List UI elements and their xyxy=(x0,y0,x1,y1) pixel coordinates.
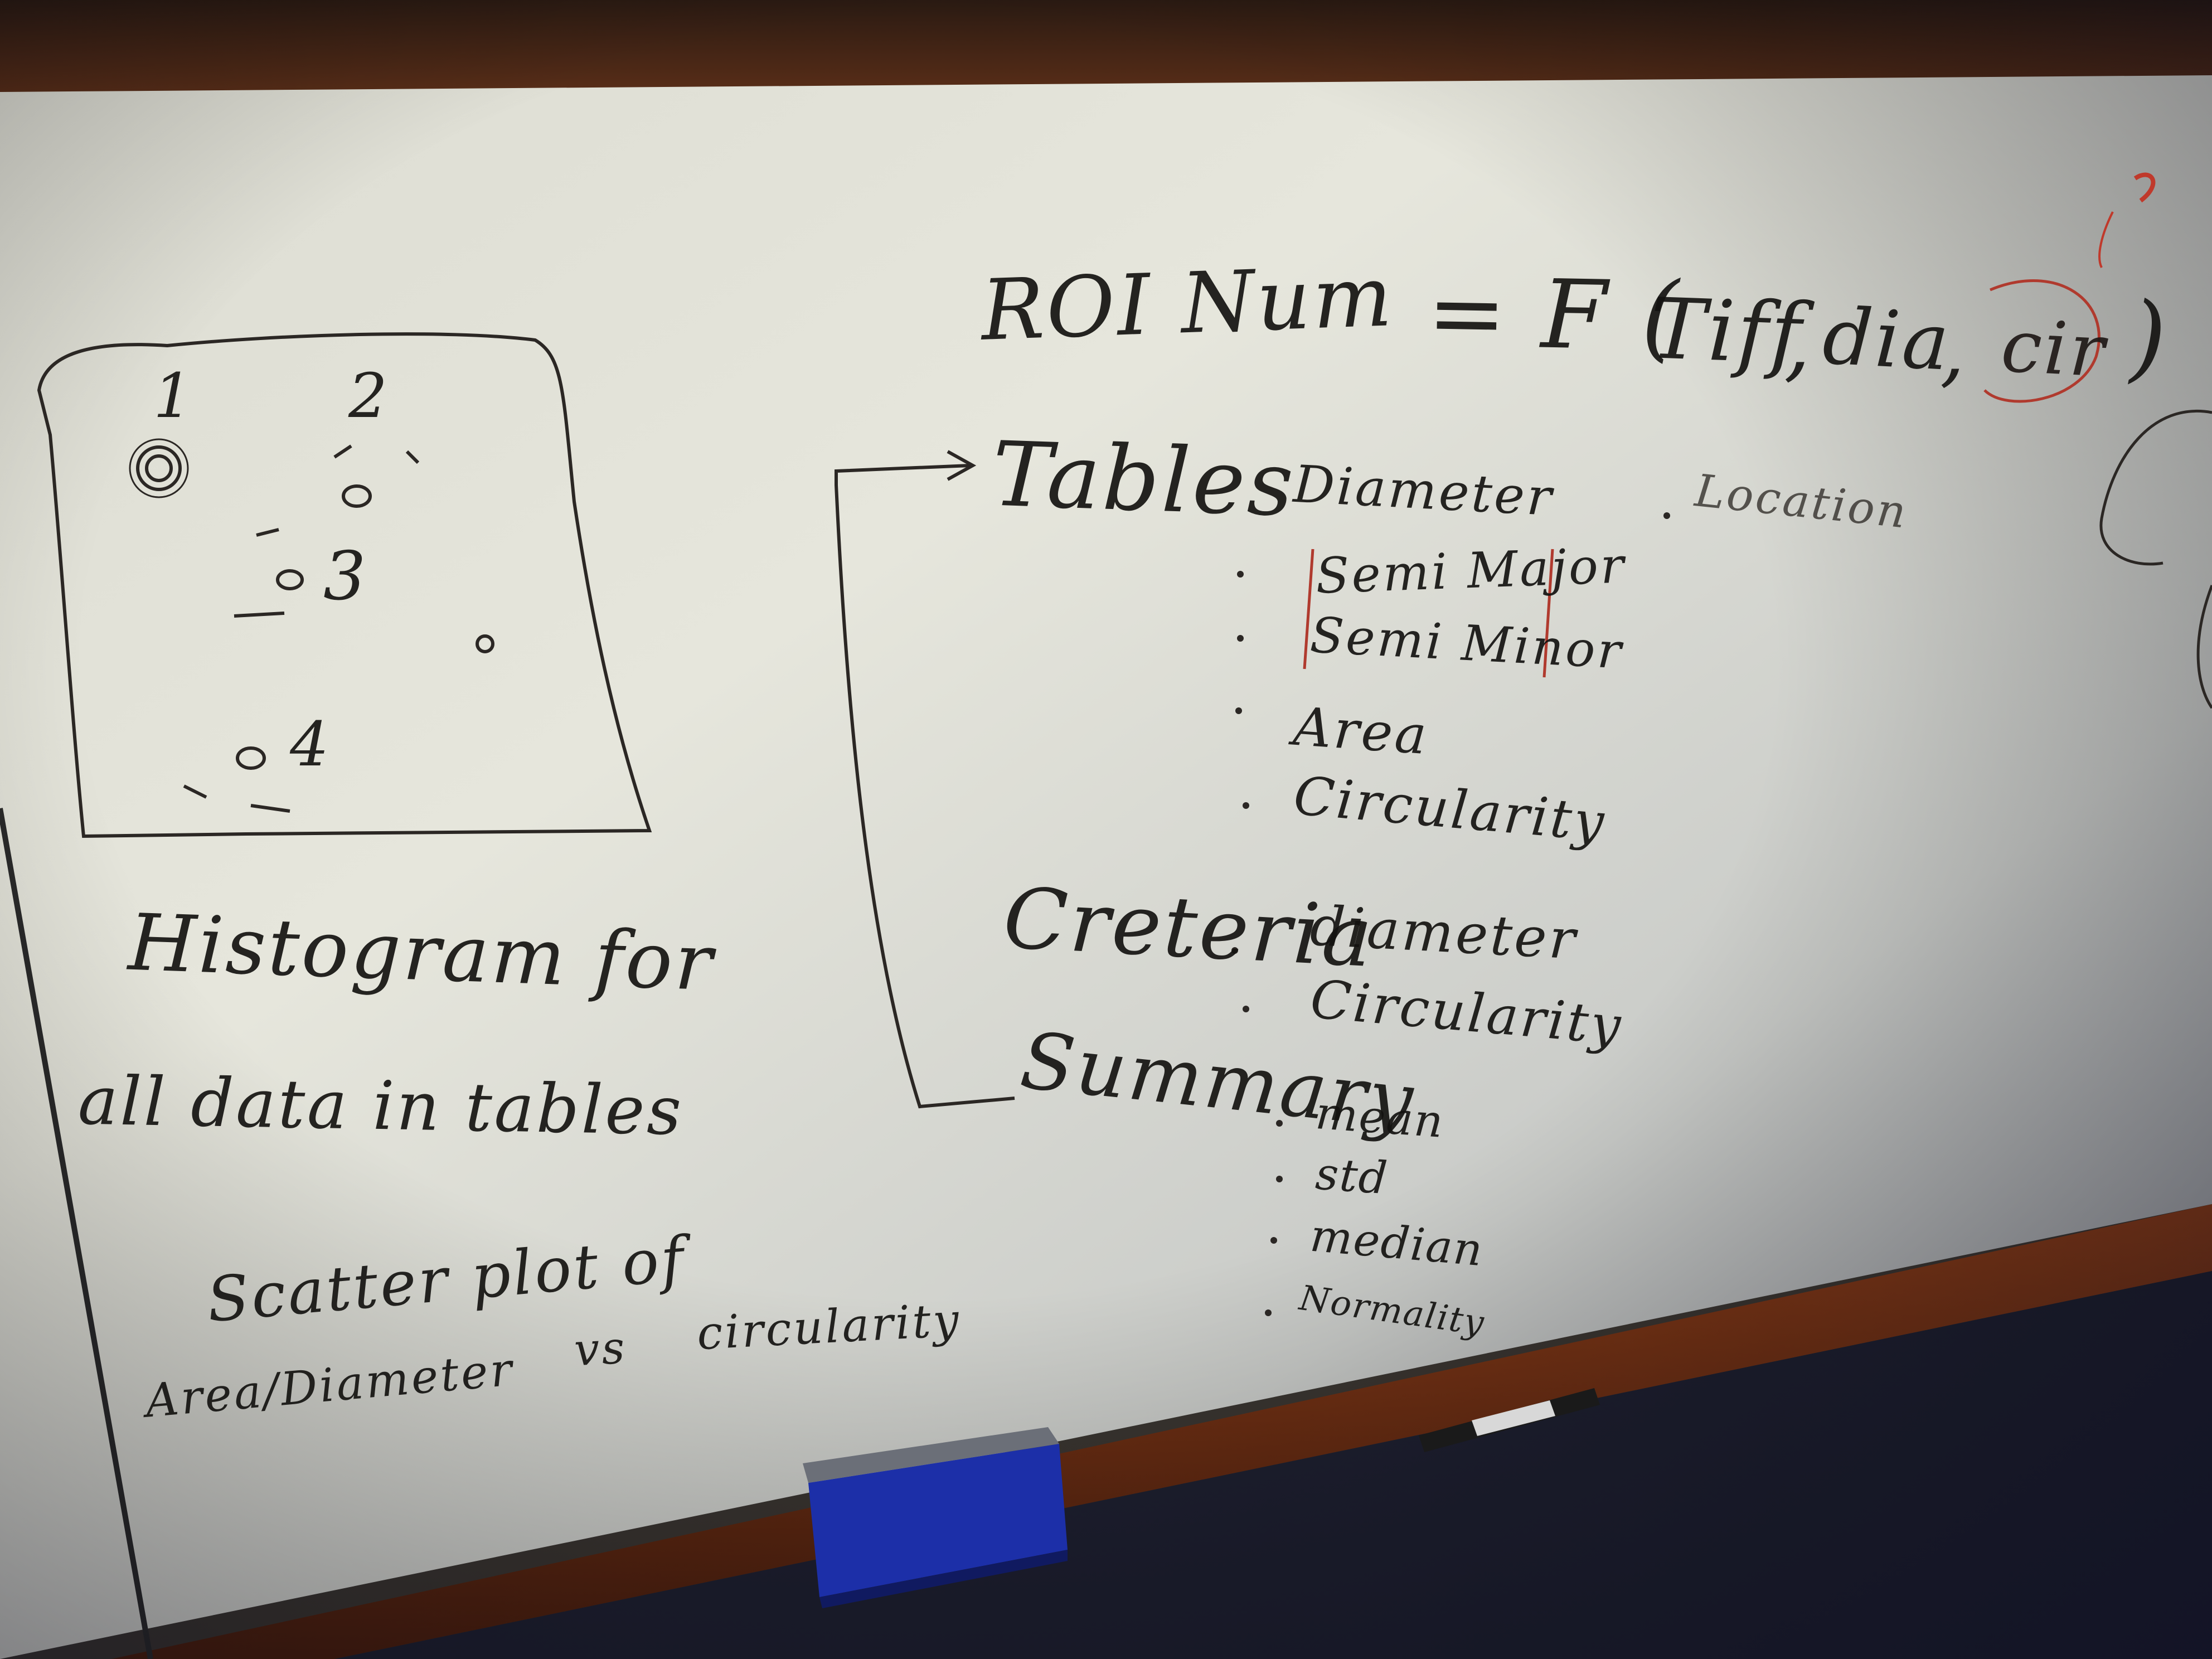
sketch-label-1: 1 xyxy=(153,360,193,431)
tables-heading: Tables xyxy=(990,421,1298,537)
bracket-arrow xyxy=(835,464,1015,1109)
formula-close: ) xyxy=(2129,282,2169,392)
sketch-label-4: 4 xyxy=(290,709,330,780)
red-circle xyxy=(1983,279,2101,403)
sketch-label-2: 2 xyxy=(348,360,389,431)
sketch-label-3: 3 xyxy=(323,538,367,615)
edge-scribble xyxy=(2099,410,2212,709)
bullets xyxy=(1231,512,1670,1316)
summary-item-mean: mean xyxy=(1314,1087,1446,1148)
formula-sep-1: , xyxy=(1784,294,1813,391)
criteria-item-diameter: diameter xyxy=(1308,894,1579,972)
histogram-note-line2: all data in tables xyxy=(77,1062,685,1151)
histogram-note-line1: Histogram for xyxy=(127,897,716,1009)
formula-lhs: ROI Num xyxy=(979,248,1396,360)
summary-item-std: std xyxy=(1313,1147,1390,1205)
formula-arg-dia: dia xyxy=(1820,291,1954,389)
scatter-note-vs: vs xyxy=(573,1321,628,1376)
formula-arg-cir: cir xyxy=(1999,303,2109,394)
formula-rhs-prefix: = F ( xyxy=(1426,258,1682,372)
sketch-box xyxy=(37,332,652,838)
red-bracket xyxy=(1303,549,1554,678)
sketch-blobs xyxy=(129,438,494,813)
tables-item-diameter: Diameter xyxy=(1292,454,1555,528)
eraser xyxy=(803,1427,1068,1608)
scatter-note-circularity: circularity xyxy=(695,1293,963,1361)
formula-sep-2: , xyxy=(1940,305,1967,396)
marker-pen xyxy=(1419,1388,1600,1452)
formula-arg-tiff: Tiff xyxy=(1648,280,1806,383)
tables-item-semi-major: Semi Major xyxy=(1314,536,1627,605)
tables-item-area: Area xyxy=(1291,696,1431,767)
